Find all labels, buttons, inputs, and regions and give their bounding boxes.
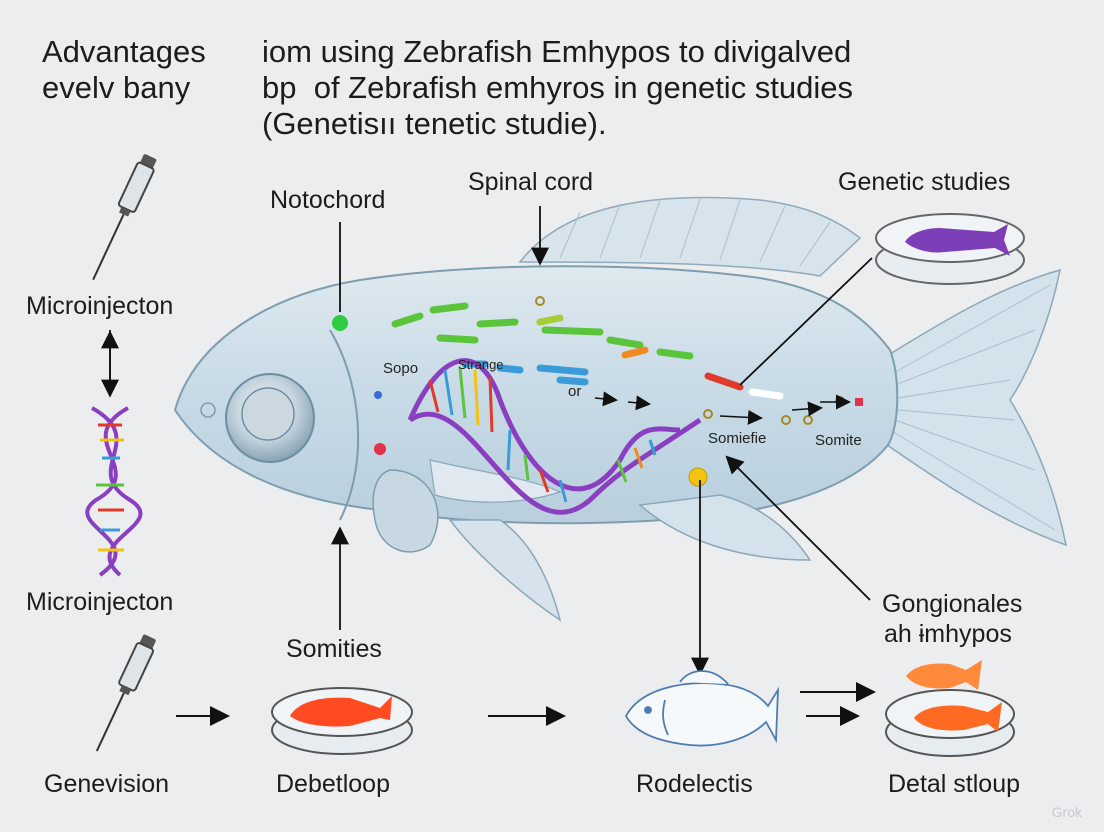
pectoral-fin: [429, 459, 562, 503]
label-somite: Somite: [815, 432, 862, 449]
operculum: [372, 469, 439, 553]
label-sopo: Sopo: [383, 360, 419, 377]
syringe-icon-bottom: [95, 634, 156, 752]
leader-genetic-studies: [739, 257, 873, 386]
petri-dish-purple: [875, 213, 1025, 285]
label-microinjection-top: Microinjecton: [26, 292, 174, 320]
label-spinal-cord: Spinal cord: [468, 168, 594, 196]
label-detal-stloup: Detal stloup: [888, 770, 1021, 798]
anal-fin: [638, 494, 812, 561]
tail-fin-rays: [889, 284, 1056, 531]
label-gongionales-2: ah ɨmhypos: [884, 620, 1012, 648]
title-left-line1: Advantages: [42, 34, 206, 69]
label-genetic-studies: Genetic studies: [838, 168, 1011, 196]
tail-fin: [879, 268, 1067, 547]
gill-outline: [329, 329, 360, 521]
title-right: iom using Zebrafish Emhypos to divigalve…: [262, 34, 853, 142]
notochord-green-marker: [332, 315, 348, 331]
label-genevision: Genevision: [44, 770, 170, 798]
label-notochord: Notochord: [270, 186, 386, 214]
label-somiefie: Somiefie: [708, 430, 767, 447]
title-left-line2: evelv bany: [42, 70, 191, 105]
dna-helix-icon: [85, 406, 143, 577]
syringe-icon-top: [92, 154, 157, 281]
eye-pupil: [241, 387, 295, 441]
red-square: [855, 398, 863, 406]
dna-strand-body: [407, 358, 702, 515]
label-rodelectis: Rodelectis: [636, 770, 753, 798]
label-gongionales-1: Gongionales: [882, 590, 1023, 618]
petri-dish-orange: [885, 660, 1015, 757]
inner-arrows: [594, 391, 851, 425]
label-microinjection-mid: Microinjecton: [26, 588, 174, 616]
blue-dot: [374, 391, 382, 399]
red-dot: [374, 443, 386, 455]
title-right-line1: iom using Zebrafish Emhypos to divigalve…: [262, 34, 852, 69]
fish-outline-icon: [624, 670, 780, 747]
leader-gongionales: [725, 455, 871, 601]
nostril: [200, 402, 216, 418]
title-right-line3: (Genetisıı tenetic studie).: [262, 106, 607, 141]
label-somities: Somities: [286, 635, 382, 663]
bottom-flow-arrows: [176, 682, 876, 726]
dorsal-fin-rays: [559, 198, 831, 267]
yellow-marker: [688, 467, 708, 487]
pelvic-fin: [448, 519, 562, 622]
label-or: or: [568, 383, 582, 400]
label-debetloop: Debetloop: [276, 770, 390, 798]
petri-dish-red: [271, 687, 413, 755]
label-strange: Strange: [458, 357, 504, 372]
watermark: Grok: [1051, 804, 1082, 820]
title-right-line2: bp of Zebrafish emhyros in genetic studi…: [262, 70, 854, 105]
dorsal-fin: [518, 196, 862, 277]
